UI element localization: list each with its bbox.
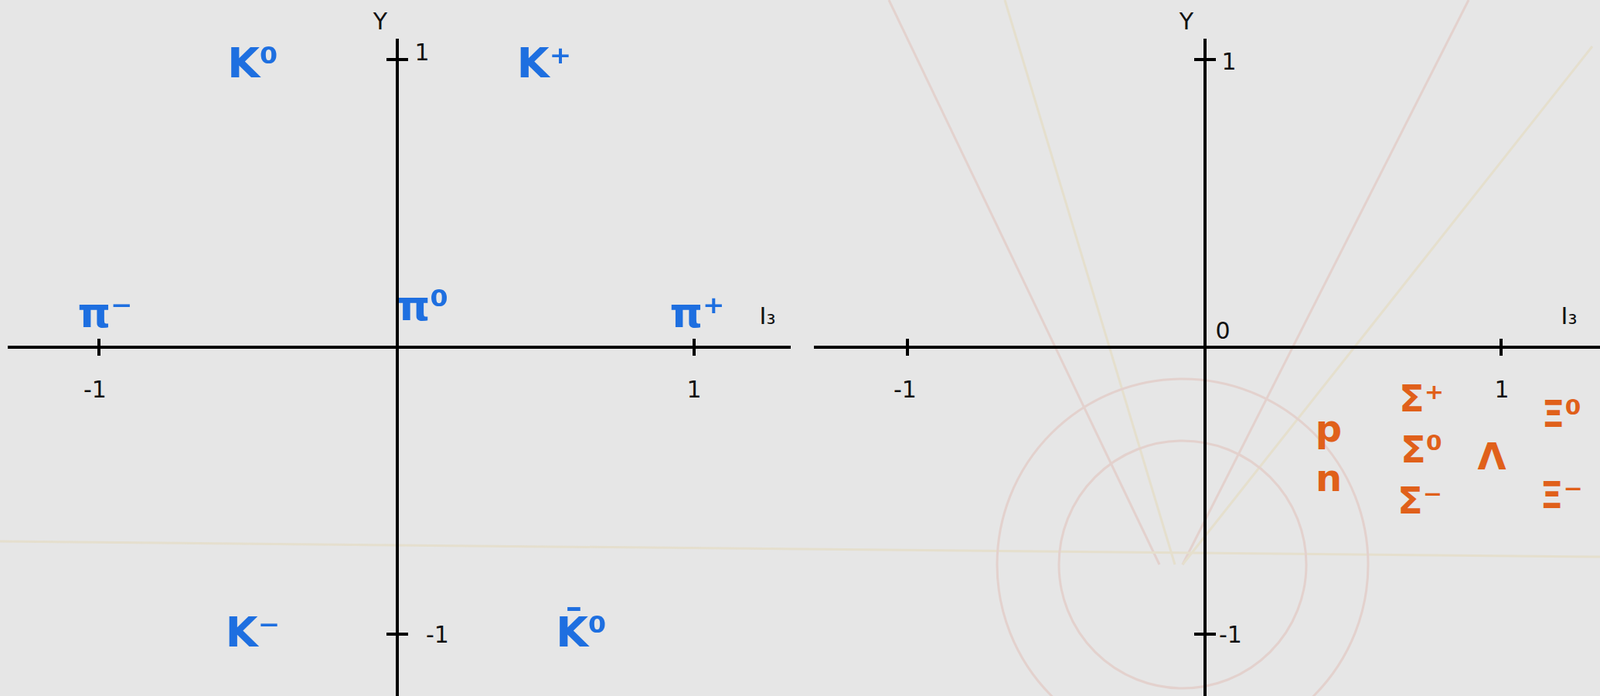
tick-label: -1 — [83, 377, 107, 402]
particle-label: π⁰ — [397, 285, 449, 327]
axis-name: Y — [373, 10, 388, 34]
tick-label: 1 — [1494, 377, 1509, 402]
particle-label: n — [1315, 459, 1342, 497]
axis-name: I₃ — [759, 304, 777, 328]
tick-label: 0 — [1215, 319, 1230, 343]
tick-label: -1 — [893, 377, 917, 402]
tick-label: -1 — [425, 622, 450, 647]
particle-label: K⁰ — [227, 42, 279, 85]
particle-label: Σ⁻ — [1397, 481, 1443, 519]
particle-label: p — [1315, 409, 1342, 447]
particle-label: π⁻ — [77, 292, 133, 334]
particle-label: K⁺ — [517, 42, 572, 85]
particle-label: Ξ⁰ — [1541, 394, 1581, 433]
particle-label: K⁻ — [225, 611, 280, 654]
particle-label: Σ⁺ — [1399, 379, 1444, 417]
axis-name: Y — [1179, 10, 1194, 34]
right-axes — [813, 38, 1600, 696]
tick-label: 1 — [1221, 50, 1236, 74]
axis-name: I₃ — [1561, 304, 1578, 328]
particle-label: K̄⁰ — [555, 611, 607, 654]
tick-label: -1 — [1218, 622, 1243, 647]
particle-label: π⁺ — [669, 292, 725, 334]
tick-label: 1 — [414, 40, 429, 65]
tick-label: 1 — [686, 377, 702, 402]
particle-label: Σ⁰ — [1400, 430, 1443, 468]
particle-label: Ξ⁻ — [1539, 476, 1583, 514]
particle-label: Λ — [1477, 437, 1506, 475]
left-axes — [7, 38, 791, 696]
